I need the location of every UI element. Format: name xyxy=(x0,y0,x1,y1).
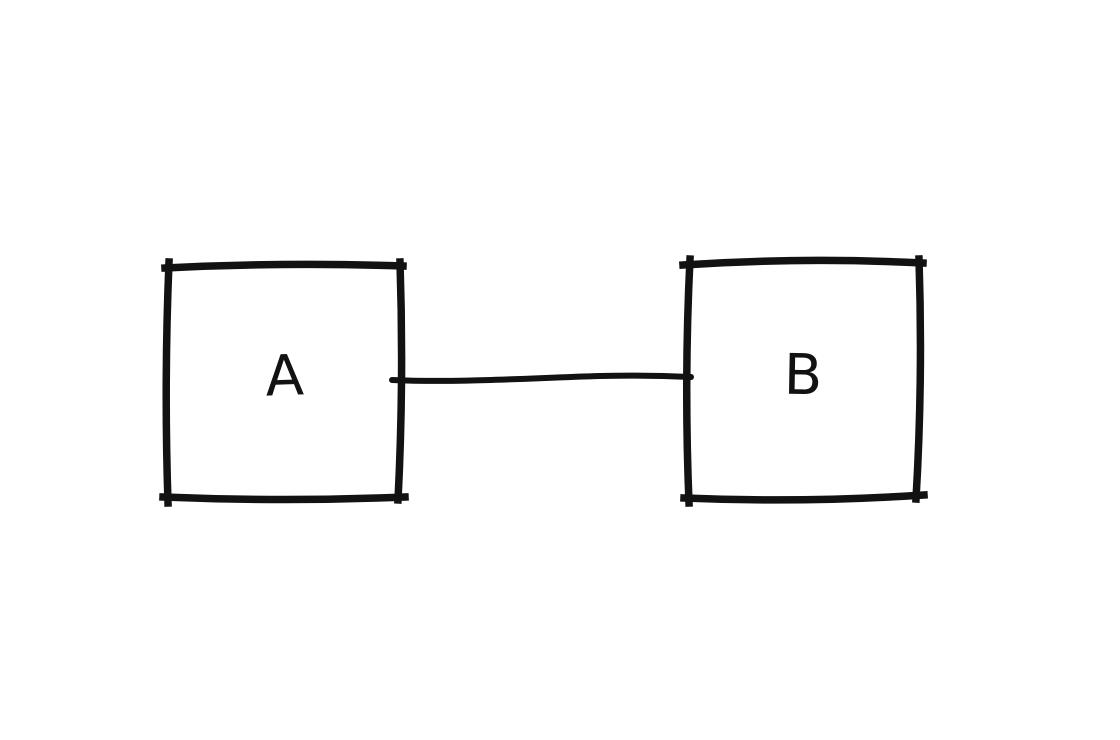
node-a-box[interactable] xyxy=(159,258,409,507)
node-b-box[interactable] xyxy=(679,255,928,507)
connector-line[interactable] xyxy=(389,372,694,384)
